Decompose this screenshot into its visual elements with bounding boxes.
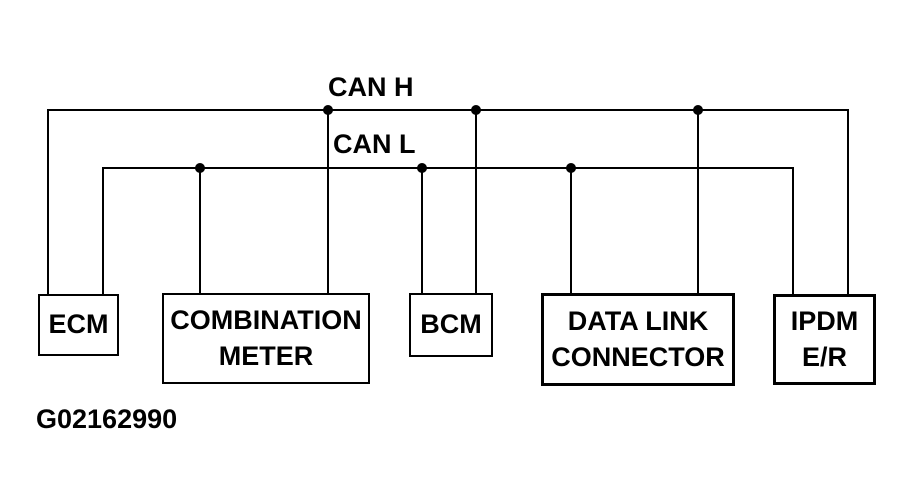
ecm-can-h-wire xyxy=(47,109,49,294)
combination-meter-can-l-wire xyxy=(199,167,201,293)
can-h-bus-line xyxy=(47,109,849,111)
node-box-data-link-connector: DATA LINK CONNECTOR xyxy=(541,293,735,386)
data-link-connector-can-h-wire xyxy=(697,109,699,293)
can-h-bus-label: CAN H xyxy=(328,72,414,102)
node-box-bcm: BCM xyxy=(409,293,493,357)
ipdm-er-can-l-wire xyxy=(792,167,794,294)
node-label-line1: COMBINATION xyxy=(170,304,362,335)
node-label-line1: IPDM xyxy=(790,305,859,336)
node-label-line2: CONNECTOR xyxy=(551,341,725,372)
junction-dot-can-h-data-link-connector xyxy=(693,105,703,115)
can-l-bus-label: CAN L xyxy=(333,129,416,159)
junction-dot-can-l-data-link-connector xyxy=(566,163,576,173)
ipdm-er-can-h-wire xyxy=(847,109,849,294)
junction-dot-can-h-combination-meter xyxy=(323,105,333,115)
bcm-can-l-wire xyxy=(421,167,423,293)
node-box-ecm: ECM xyxy=(38,294,119,356)
junction-dot-can-l-bcm xyxy=(417,163,427,173)
can-l-bus-line xyxy=(102,167,794,169)
figure-id-label: G02162990 xyxy=(36,404,178,434)
node-label-line2: E/R xyxy=(801,341,847,372)
bcm-can-h-wire xyxy=(475,109,477,293)
junction-dot-can-l-combination-meter xyxy=(195,163,205,173)
node-label-line2: METER xyxy=(218,340,314,371)
junction-dot-can-h-bcm xyxy=(471,105,481,115)
combination-meter-can-h-wire xyxy=(327,109,329,293)
node-label: ECM xyxy=(48,309,109,340)
node-label: BCM xyxy=(420,309,482,340)
node-box-combination-meter: COMBINATION METER xyxy=(162,293,370,384)
data-link-connector-can-l-wire xyxy=(570,167,572,293)
node-label-line1: DATA LINK xyxy=(567,305,709,336)
ecm-can-l-wire xyxy=(102,167,104,294)
node-box-ipdm-er: IPDM E/R xyxy=(773,294,876,385)
